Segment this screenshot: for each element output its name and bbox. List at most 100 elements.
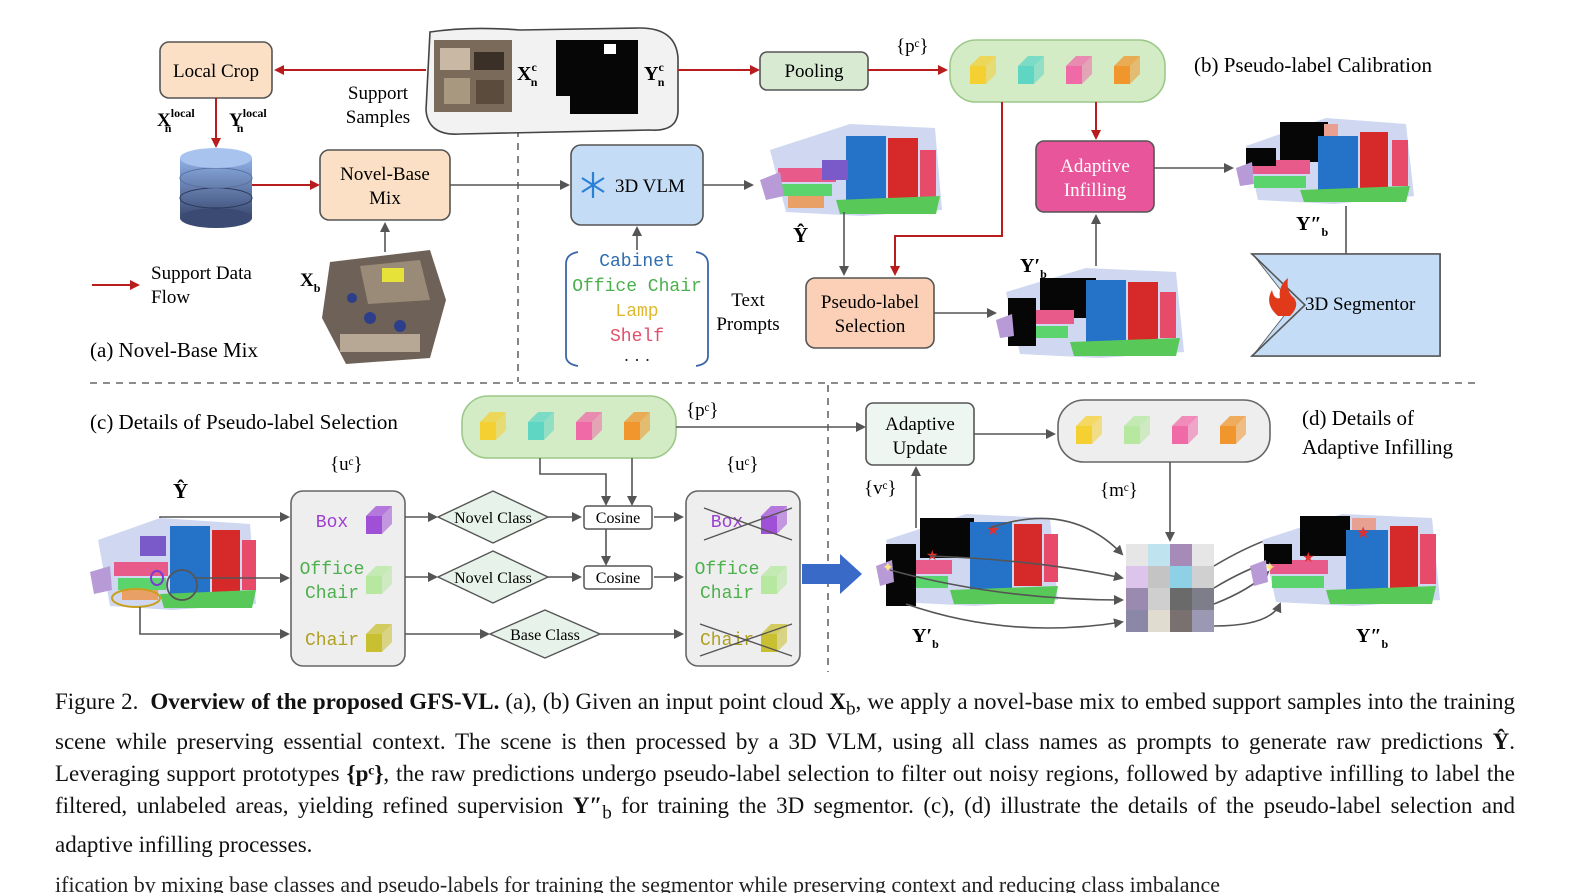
svg-text:3D Segmentor: 3D Segmentor <box>1305 294 1416 315</box>
panel-b-title: (b) Pseudo-label Calibration <box>1194 53 1432 77</box>
caption-fig: Figure 2. <box>55 689 139 714</box>
caption-ybpp: Y″ <box>572 792 603 818</box>
figure-caption: Figure 2. Overview of the proposed GFS-V… <box>55 686 1515 861</box>
input-scene-image <box>322 250 446 364</box>
big-blue-arrow <box>802 554 862 594</box>
novel-base-mix-box: Novel-Base Mix <box>319 149 451 221</box>
svg-text:Selection: Selection <box>835 316 906 337</box>
local-crop-box: Local Crop <box>159 41 273 99</box>
svg-text:Box: Box <box>316 513 348 533</box>
yb-prime-label-top: Y′b <box>1020 255 1047 281</box>
star-icon-yellow-2: ✦ <box>1264 561 1276 576</box>
svg-text:Novel-Base: Novel-Base <box>340 164 430 185</box>
prototype-bank-updated <box>1057 399 1271 463</box>
svg-text:Adaptive: Adaptive <box>885 414 955 435</box>
caption-p3: . Leveraging support prototypes <box>55 728 1515 786</box>
fire-icon <box>1269 278 1297 316</box>
vlm-box: 3D VLM <box>570 144 704 226</box>
class-list-right: Box Office Chair Chair <box>685 490 801 667</box>
prompt-item-0: Cabinet <box>599 252 675 272</box>
support-scene-image <box>434 40 512 112</box>
prompt-item-1: Office Chair <box>572 277 702 297</box>
c-input-arrows <box>139 512 290 639</box>
adaptive-infilling-box: Adaptive Infilling <box>1035 140 1155 213</box>
base-class-diamond: Base Class <box>510 627 580 644</box>
panel-c-title: (c) Details of Pseudo-label Selection <box>90 410 398 434</box>
svg-text:Chair: Chair <box>305 584 359 604</box>
database-icon <box>179 148 253 228</box>
novel-class-diamond-2: Novel Class <box>454 570 532 587</box>
caption-p2: , we apply a novel-base mix to embed sup… <box>55 689 1515 754</box>
text-prompts-label-1: Text <box>731 290 765 311</box>
yhat-label-mid: Ŷ <box>173 479 188 503</box>
support-mask-image <box>556 40 638 114</box>
raw-prediction-scene <box>760 124 942 216</box>
svg-text:Office: Office <box>695 560 760 580</box>
filtered-scene-d: ★ ★ ✦ <box>876 514 1058 606</box>
refined-scene-d: ★ ★ ✦ <box>1250 514 1440 606</box>
caption-p5: for training the 3D segmentor. (c), (d) … <box>55 792 1515 858</box>
pc-label-mid: {pᶜ} <box>686 400 719 421</box>
svg-text:Chair: Chair <box>700 631 754 651</box>
snowflake-icon <box>581 172 605 198</box>
star-icon-yellow: ✦ <box>882 561 894 576</box>
svg-text:Local Crop: Local Crop <box>173 61 259 82</box>
panel-a-title: (a) Novel-Base Mix <box>90 338 258 362</box>
svg-text:Cosine: Cosine <box>596 570 640 587</box>
svg-text:Chair: Chair <box>305 631 359 651</box>
adaptive-update-box: Adaptive Update <box>865 402 975 466</box>
svg-text:Support Data: Support Data <box>151 263 252 284</box>
svg-text:Office: Office <box>300 560 365 580</box>
caption-p1: (a), (b) Given an input point cloud <box>499 689 830 714</box>
pc-label-top: {pᶜ} <box>896 36 929 57</box>
star-icon-red-3: ★ <box>1356 525 1370 542</box>
caption-title: Overview of the proposed GFS-VL. <box>150 689 500 714</box>
caption-xb: X <box>829 689 846 714</box>
prototype-bank-top <box>949 39 1166 103</box>
yb-dprime-label-d: Y″b <box>1356 625 1389 651</box>
class-diamonds: Novel Class Novel Class Base Class <box>436 490 602 659</box>
novel-class-diamond-1: Novel Class <box>454 510 532 527</box>
prompt-item-4: · · · <box>624 350 651 370</box>
cosine-box-2: Cosine <box>583 565 653 590</box>
similarity-matrix <box>1126 544 1214 632</box>
refined-scene <box>1236 118 1414 204</box>
cutoff-body-text: ification by mixing base classes and pse… <box>55 872 1221 893</box>
support-samples-label-1: Support <box>348 83 409 104</box>
raw-prediction-scene-c <box>90 518 256 610</box>
c-list-to-diamond-arrows <box>405 458 684 639</box>
caption-yhat: Ŷ <box>1492 728 1510 754</box>
svg-text:Pseudo-label: Pseudo-label <box>821 292 919 313</box>
panel-d-title-1: (d) Details of <box>1302 406 1414 430</box>
caption-xb-sub: b <box>845 698 856 720</box>
svg-text:Update: Update <box>893 438 948 459</box>
cosine-box-1: Cosine <box>583 505 653 530</box>
svg-text:Flow: Flow <box>151 287 190 308</box>
svg-text:Adaptive: Adaptive <box>1060 156 1130 177</box>
yb-dprime-label-top: Y″b <box>1296 213 1329 239</box>
support-flow-arrows <box>211 65 760 190</box>
uc-label-right: {uᶜ} <box>726 454 759 475</box>
yb-prime-label-d: Y′b <box>912 625 939 651</box>
segmentor-box: 3D Segmentor <box>1250 253 1441 357</box>
support-flow-legend: Support Data Flow <box>92 263 252 308</box>
svg-text:Pooling: Pooling <box>784 61 844 82</box>
caption-ybpp-sub: b <box>602 802 612 824</box>
uc-label-left: {uᶜ} <box>330 454 363 475</box>
svg-text:Infilling: Infilling <box>1064 180 1127 201</box>
svg-text:3D VLM: 3D VLM <box>615 176 685 197</box>
svg-text:Mix: Mix <box>369 188 401 209</box>
panel-d-title-2: Adaptive Infilling <box>1302 435 1454 459</box>
vc-label: {vᶜ} <box>864 478 897 499</box>
filtered-scene <box>996 268 1184 358</box>
caption-p4: , the raw predictions undergo pseudo-lab… <box>55 760 1515 818</box>
prototype-arrows <box>890 102 1101 276</box>
svg-text:Chair: Chair <box>700 584 754 604</box>
separators <box>90 130 1475 672</box>
prototype-bank-mid <box>461 395 677 459</box>
